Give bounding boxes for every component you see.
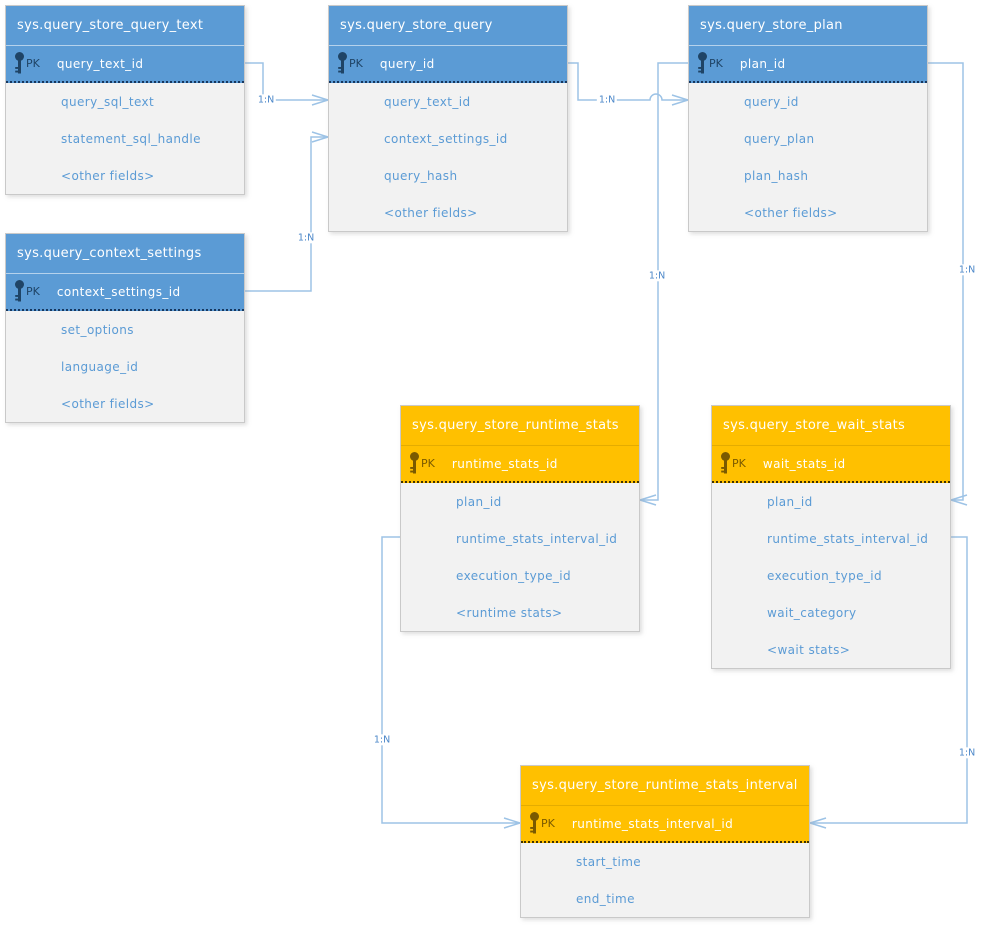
entity-table-query-store-plan: sys.query_store_plan PK plan_id query_id… — [688, 5, 928, 232]
table-title: sys.query_store_plan — [689, 6, 927, 45]
key-icon — [529, 812, 540, 835]
entity-table-query-store-wait-stats: sys.query_store_wait_stats PK wait_stats… — [711, 405, 951, 669]
pk-field-name: query_id — [379, 56, 435, 71]
pk-label: PK — [709, 57, 723, 70]
entity-table-query-store-runtime-stats: sys.query_store_runtime_stats PK runtime… — [400, 405, 640, 632]
field-row: query_hash — [384, 168, 458, 183]
table-title: sys.query_store_runtime_stats — [401, 406, 639, 445]
pk-label: PK — [26, 57, 40, 70]
rel-arrowhead — [311, 131, 331, 143]
pk-label: PK — [349, 57, 363, 70]
pk-label: PK — [421, 457, 435, 470]
rel-arrowhead — [948, 494, 968, 506]
key-icon — [14, 52, 25, 75]
relationship-cardinality-label: 1:N — [371, 734, 393, 746]
primary-key-row: PK context_settings_id — [6, 273, 244, 311]
field-row: <other fields> — [744, 205, 838, 220]
rel-arrowhead — [311, 94, 331, 106]
entity-table-query-store-runtime-stats-interval: sys.query_store_runtime_stats_interval P… — [520, 765, 810, 918]
rel-arrowhead — [807, 817, 827, 829]
relationship-cardinality-label: 1:N — [596, 94, 618, 106]
rel-arrowhead — [671, 94, 691, 106]
primary-key-row: PK runtime_stats_interval_id — [521, 805, 809, 843]
pk-label: PK — [732, 457, 746, 470]
relationship-cardinality-label: 1:N — [956, 264, 978, 276]
relationship-cardinality-label: 1:N — [956, 747, 978, 759]
field-row: language_id — [61, 359, 139, 374]
field-row: <runtime stats> — [456, 605, 563, 620]
field-row: <other fields> — [61, 168, 155, 183]
field-row: query_sql_text — [61, 94, 155, 109]
key-icon — [337, 52, 348, 75]
key-icon — [14, 280, 25, 303]
relationship-cardinality-label: 1:N — [255, 94, 277, 106]
primary-key-row: PK plan_id — [689, 45, 927, 83]
key-icon — [720, 452, 731, 475]
field-row: query_id — [744, 94, 799, 109]
field-row: plan_hash — [744, 168, 809, 183]
table-title: sys.query_store_runtime_stats_interval — [521, 766, 809, 805]
field-row: <other fields> — [384, 205, 478, 220]
key-icon — [697, 52, 708, 75]
field-row: runtime_stats_interval_id — [456, 531, 618, 546]
field-row: context_settings_id — [384, 131, 508, 146]
entity-table-query-context-settings: sys.query_context_settings PK context_se… — [5, 233, 245, 423]
field-row: execution_type_id — [456, 568, 572, 583]
field-row: query_text_id — [384, 94, 471, 109]
rel-line-contextsettings-to-query — [245, 136, 328, 292]
field-row: start_time — [576, 854, 642, 869]
table-title: sys.query_store_wait_stats — [712, 406, 950, 445]
entity-table-query-store-query-text: sys.query_store_query_text PK query_text… — [5, 5, 245, 195]
field-row: execution_type_id — [767, 568, 883, 583]
field-row: <other fields> — [61, 396, 155, 411]
table-title: sys.query_store_query_text — [6, 6, 244, 45]
rel-arrowhead — [503, 817, 523, 829]
pk-field-name: query_text_id — [56, 56, 144, 71]
pk-field-name: plan_id — [739, 56, 786, 71]
rel-line-query-to-plan — [568, 62, 688, 101]
relationship-cardinality-label: 1:N — [646, 270, 668, 282]
field-row: set_options — [61, 322, 134, 337]
table-title: sys.query_store_query — [329, 6, 567, 45]
pk-field-name: runtime_stats_interval_id — [571, 816, 734, 831]
pk-field-name: context_settings_id — [56, 284, 181, 299]
field-row: <wait stats> — [767, 642, 851, 657]
pk-field-name: runtime_stats_id — [451, 456, 558, 471]
pk-label: PK — [541, 817, 555, 830]
field-row: plan_id — [456, 494, 502, 509]
rel-arrowhead — [637, 494, 657, 506]
primary-key-row: PK wait_stats_id — [712, 445, 950, 483]
pk-label: PK — [26, 285, 40, 298]
field-row: statement_sql_handle — [61, 131, 201, 146]
field-row: wait_category — [767, 605, 857, 620]
primary-key-row: PK query_id — [329, 45, 567, 83]
field-row: query_plan — [744, 131, 815, 146]
primary-key-row: PK runtime_stats_id — [401, 445, 639, 483]
field-row: plan_id — [767, 494, 813, 509]
field-row: end_time — [576, 891, 635, 906]
primary-key-row: PK query_text_id — [6, 45, 244, 83]
entity-table-query-store-query: sys.query_store_query PK query_id query_… — [328, 5, 568, 232]
table-title: sys.query_context_settings — [6, 234, 244, 273]
pk-field-name: wait_stats_id — [762, 456, 846, 471]
relationship-cardinality-label: 1:N — [295, 232, 317, 244]
key-icon — [409, 452, 420, 475]
field-row: runtime_stats_interval_id — [767, 531, 929, 546]
